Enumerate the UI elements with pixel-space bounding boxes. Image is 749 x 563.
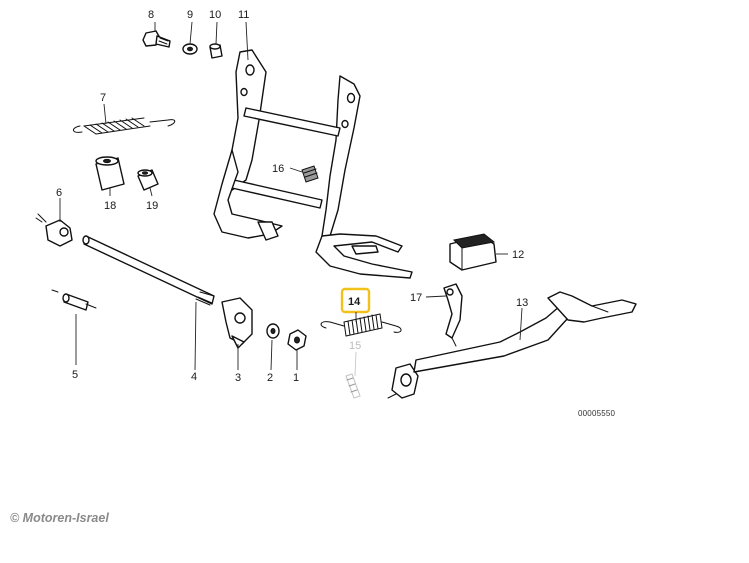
- label-part-19: 19: [146, 200, 158, 212]
- part-16-buffer: [301, 165, 319, 183]
- label-part-9: 9: [187, 9, 193, 21]
- label-part-13: 13: [516, 297, 528, 309]
- part-9-washer: [182, 43, 198, 55]
- part-2-washer: [266, 323, 280, 339]
- label-part-12: 12: [512, 249, 524, 261]
- label-part-4: 4: [191, 371, 197, 383]
- part-8-bolt: [142, 30, 171, 48]
- label-part-14: 14: [348, 296, 361, 308]
- part-labels: 8 9 10 11 7 16 18 19 6 12 14 17 13 15 5 …: [56, 9, 528, 384]
- label-part-6: 6: [56, 187, 62, 199]
- part-1-nut: [287, 329, 307, 351]
- part-6-bracket: [35, 213, 73, 247]
- part-18-rubber-bush: [95, 156, 125, 191]
- part-14-spring: [320, 313, 402, 337]
- label-part-11: 11: [238, 9, 249, 21]
- part-17-clip: [443, 283, 463, 347]
- label-part-18: 18: [104, 200, 116, 212]
- label-part-10: 10: [209, 9, 221, 21]
- part-12-rubber-pad: [449, 233, 497, 271]
- label-part-8: 8: [148, 9, 154, 21]
- part-10-bushing: [209, 43, 223, 59]
- part-3-bracket-plate: [221, 297, 253, 349]
- part-4-axle: [82, 235, 215, 306]
- label-part-3: 3: [235, 372, 241, 384]
- part-15-pin: [345, 373, 361, 399]
- drawing-number: 00005550: [578, 409, 616, 418]
- label-part-16: 16: [272, 163, 284, 175]
- part-7-spring: [73, 117, 176, 135]
- part-5-pin: [51, 289, 97, 311]
- label-part-2: 2: [267, 372, 273, 384]
- copyright-watermark: © Motoren-Israel: [10, 511, 109, 525]
- part-19-small-bush: [137, 169, 159, 191]
- label-part-15: 15: [349, 340, 361, 352]
- highlight-box: [340, 287, 371, 314]
- label-part-5: 5: [72, 369, 78, 381]
- label-part-7: 7: [100, 92, 106, 104]
- part-11-center-stand: [213, 49, 413, 279]
- part-13-side-stand: [387, 291, 637, 399]
- label-part-1: 1: [293, 372, 299, 384]
- leader-lines: [59, 21, 523, 377]
- label-part-17: 17: [410, 292, 422, 304]
